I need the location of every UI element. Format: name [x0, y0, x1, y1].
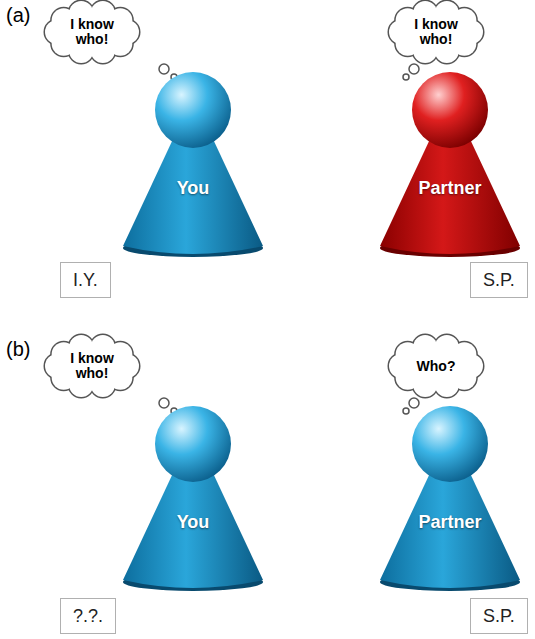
initials-text: S.P. — [483, 270, 515, 290]
pawn: Partner — [375, 404, 525, 594]
initials-text: S.P. — [483, 606, 515, 626]
thought-bubble: Who? — [390, 337, 482, 395]
thought-text: Who? — [405, 359, 467, 374]
initials-box: S.P. — [470, 598, 528, 634]
pawn-figure — [118, 70, 268, 260]
pawn-figure — [118, 404, 268, 594]
panel-label: (b) — [6, 338, 30, 361]
thought-text: I know who! — [405, 17, 467, 47]
initials-text: ?.?. — [73, 606, 103, 626]
initials-box: I.Y. — [60, 262, 111, 298]
thought-bubble: I know who! — [46, 3, 138, 61]
pawn-label: You — [118, 512, 268, 533]
pawn: You — [118, 70, 268, 260]
initials-box: S.P. — [470, 262, 528, 298]
thought-text: I know who! — [61, 351, 123, 381]
pawn-label: Partner — [375, 512, 525, 533]
pawn-figure — [375, 70, 525, 260]
thought-bubble: I know who! — [46, 337, 138, 395]
initials-box: ?.?. — [60, 598, 116, 634]
pawn-label: You — [118, 178, 268, 199]
pawn: Partner — [375, 70, 525, 260]
panel-label: (a) — [6, 4, 30, 27]
pawn-figure — [375, 404, 525, 594]
pawn: You — [118, 404, 268, 594]
thought-text: I know who! — [61, 17, 123, 47]
pawn-label: Partner — [375, 178, 525, 199]
thought-bubble: I know who! — [390, 3, 482, 61]
initials-text: I.Y. — [73, 270, 98, 290]
